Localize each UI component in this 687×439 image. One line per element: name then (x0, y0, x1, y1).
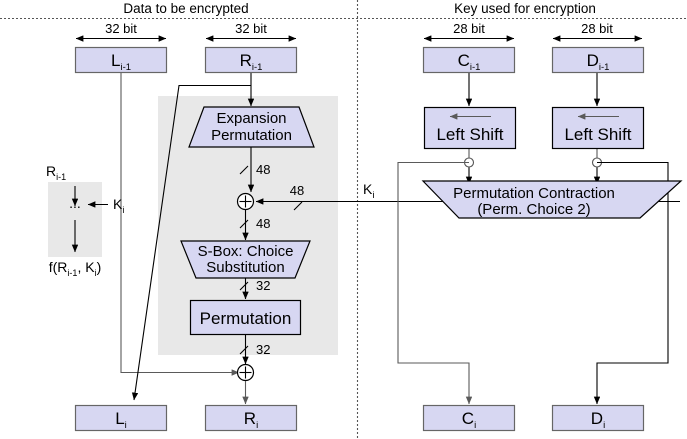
bitwidth-tick-xorout (239, 219, 249, 229)
block-left-shift-d (551, 106, 645, 150)
block-permutation-label: Permutation (200, 309, 292, 328)
perm-out-label: 32 (256, 342, 270, 357)
register-c-prev-label: Ci-1 (458, 51, 481, 73)
register-c-next-label: Ci (462, 409, 476, 431)
legend-input-label: Ri-1 (46, 163, 66, 182)
block-pc2-line2: (Perm. Choice 2) (477, 201, 590, 218)
l-prev-bit-label: 32 bit (105, 21, 137, 36)
register-r-prev (204, 46, 298, 74)
register-l-next (74, 404, 168, 432)
register-d-prev (551, 46, 645, 74)
register-d-next-label: Di (591, 409, 605, 431)
block-pc2-line1: Permutation Contraction (453, 185, 615, 202)
block-sbox-line2: Substitution (206, 259, 284, 276)
wire-junctionc-to-cnext (397, 161, 473, 405)
block-permutation (189, 299, 302, 336)
legend-output-label: f(Ri-1, Ki) (49, 259, 101, 278)
register-r-next-label: Ri (244, 409, 258, 431)
c-prev-bit-label: 28 bit (453, 21, 485, 36)
register-c-prev (422, 46, 516, 74)
block-left-shift-d-label: Left Shift (564, 125, 631, 144)
block-sbox-line1: S-Box: Choice (198, 243, 294, 260)
xor-out-label: 48 (256, 216, 270, 231)
block-expansion-permutation (188, 106, 315, 148)
block-expansion-line2: Permutation (211, 127, 292, 144)
register-r-prev-label: Ri-1 (240, 51, 263, 73)
bitwidth-tick-expansion (239, 165, 249, 175)
legend-key-label: Ki (113, 196, 124, 215)
block-left-shift-c-label: Left Shift (436, 125, 503, 144)
block-expansion-line1: Expansion (216, 110, 286, 127)
d-prev-bit-label: 28 bit (581, 21, 613, 36)
register-l-prev (74, 46, 168, 74)
block-left-shift-c (423, 106, 517, 150)
block-permutation-contraction (421, 180, 683, 219)
sbox-out-label: 32 (256, 278, 270, 293)
key-in-label: 48 (290, 183, 304, 198)
bitwidth-tick-permout (239, 345, 249, 355)
register-c-next (422, 404, 516, 432)
wire-junctiond-to-dnext (593, 161, 669, 405)
left-section-title: Data to be encrypted (123, 1, 248, 16)
wire-rprev-to-lnext (131, 84, 251, 401)
register-d-next (551, 404, 645, 432)
subkey-label: Ki (363, 181, 374, 201)
bitwidth-tick-key (293, 201, 303, 211)
wire-lprev-to-xor (120, 72, 240, 376)
legend-ellipsis: ... (69, 195, 81, 211)
register-d-prev-label: Di-1 (587, 51, 610, 73)
register-r-next (204, 404, 298, 432)
register-l-prev-label: Li-1 (111, 51, 131, 73)
right-section-title: Key used for encryption (454, 1, 596, 16)
r-prev-bit-label: 32 bit (235, 21, 267, 36)
register-l-next-label: Li (115, 409, 127, 431)
bitwidth-tick-sboxout (239, 281, 249, 291)
block-sbox (180, 240, 311, 279)
expansion-out-label: 48 (256, 162, 270, 177)
